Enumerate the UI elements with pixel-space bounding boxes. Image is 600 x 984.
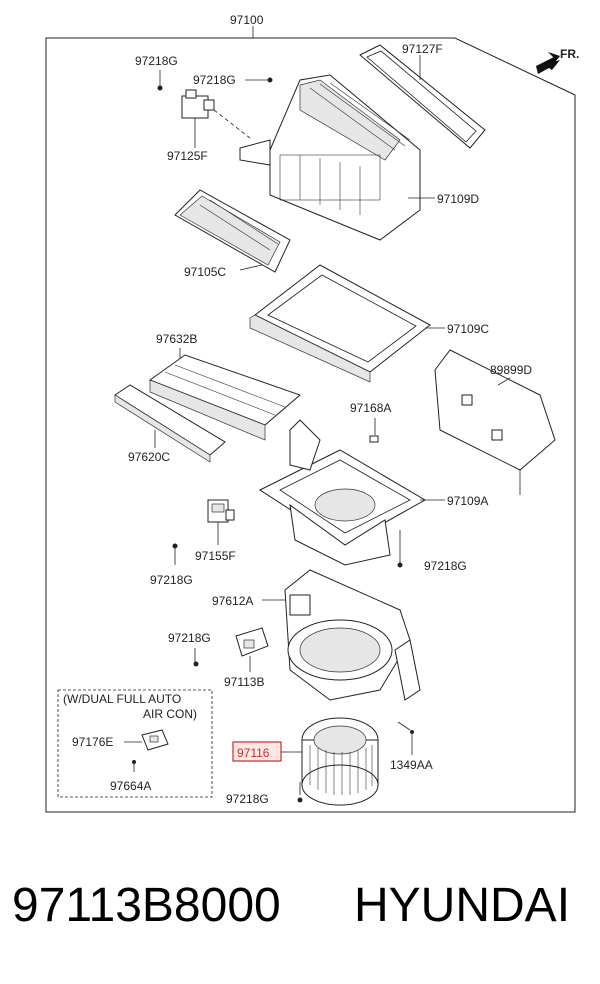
blower-motor-97116 — [301, 717, 379, 806]
label-97168a: 97168A — [350, 401, 391, 415]
option-box-line2: AIR CON) — [143, 707, 197, 721]
label-97664a: 97664A — [110, 779, 151, 793]
sensor-97155f — [207, 499, 235, 523]
label-97113b: 97113B — [224, 675, 264, 689]
label-97176e: 97176E — [72, 735, 113, 749]
screw-icon — [410, 730, 414, 734]
label-97109a: 97109A — [447, 494, 488, 508]
label-97125f: 97125F — [167, 149, 208, 163]
actuator-97125f — [181, 89, 251, 139]
label-97612a: 97612A — [212, 594, 253, 608]
label-97105c: 97105C — [184, 265, 226, 279]
label-97155f: 97155F — [195, 549, 236, 563]
label-97632b: 97632B — [156, 332, 197, 346]
bolt-icon — [297, 797, 303, 803]
label-97218g-c: 97218G — [150, 573, 193, 587]
seal-97127f — [359, 44, 486, 149]
footer: 97113B8000 HYUNDAI — [0, 868, 600, 968]
label-97218g-e: 97218G — [168, 631, 211, 645]
assembly-frame — [45, 37, 576, 813]
part-number: 97113B8000 — [12, 879, 281, 932]
module-97176e — [141, 729, 169, 751]
case-97109a — [258, 419, 427, 566]
label-97127f: 97127F — [402, 42, 443, 56]
resistor-97113b — [235, 627, 269, 657]
label-89899d: 89899D — [490, 363, 532, 377]
bolt-icon — [157, 85, 163, 91]
option-box-line1: (W/DUAL FULL AUTO — [63, 692, 181, 706]
bolt-icon — [132, 760, 136, 764]
assembly-label: 97100 — [230, 13, 264, 27]
label-97109c: 97109C — [447, 322, 489, 336]
front-label: FR. — [560, 47, 579, 61]
bolt-icon — [397, 562, 403, 568]
clip-icon — [369, 435, 379, 443]
duct-89899d — [434, 349, 556, 495]
highlight-box-97116 — [232, 741, 282, 762]
label-97109d: 97109D — [437, 192, 479, 206]
bolt-icon — [267, 77, 273, 83]
filter-97620c — [114, 384, 226, 463]
intake-case-97109d — [239, 74, 421, 241]
label-97116: 97116 — [237, 746, 270, 760]
door-97105c — [174, 189, 291, 273]
brand-name: HYUNDAI — [354, 879, 571, 932]
label-97218g-d: 97218G — [424, 559, 467, 573]
option-box — [57, 689, 213, 798]
blower-case-97612a — [284, 569, 421, 701]
label-97218g-f: 97218G — [226, 792, 269, 806]
front-arrow-icon — [534, 52, 560, 74]
bolt-icon — [172, 543, 178, 549]
filter-97632b — [148, 354, 301, 441]
label-97218g-a: 97218G — [135, 54, 178, 68]
frame-97109c — [249, 264, 431, 383]
label-1349aa: 1349AA — [390, 758, 433, 772]
label-97620c: 97620C — [128, 450, 170, 464]
label-97218g-b: 97218G — [193, 73, 236, 87]
parts-diagram: 97100 FR. 97218G 97218G 97125F 97127F — [45, 13, 579, 813]
bolt-icon — [193, 661, 199, 667]
